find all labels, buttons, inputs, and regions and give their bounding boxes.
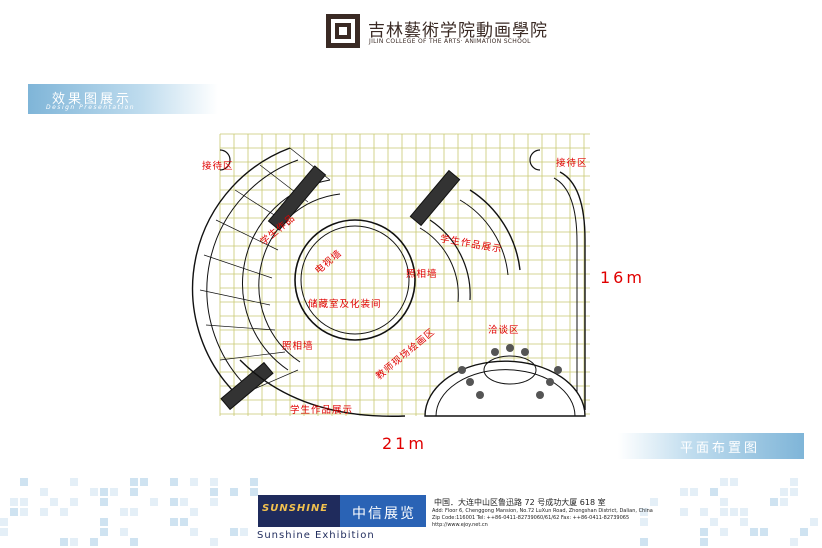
panel-bottom-left <box>220 361 274 411</box>
gallery-arc-mid <box>429 219 471 301</box>
label-photo-wall-left: 照相墙 <box>282 341 314 352</box>
meeting-table <box>483 355 537 385</box>
label-negotiation: 洽谈区 <box>488 325 520 336</box>
brand-cn-box <box>340 495 426 527</box>
panel-top-left <box>267 165 327 231</box>
school-name-en: JILIN COLLEGE OF THE ARTS· ANIMATION SCH… <box>369 38 531 45</box>
floor-plan <box>191 133 590 417</box>
brand-name-cn: 中信展览 <box>352 506 416 522</box>
chairs <box>458 344 562 399</box>
right-wall <box>559 171 586 410</box>
label-reception-left: 接待区 <box>202 161 234 172</box>
website: http://www.ejoy.net.cn <box>432 522 488 528</box>
section-banner-right <box>618 433 804 459</box>
school-name-cn: 吉林藝術学院動画學院 <box>368 21 548 41</box>
label-exhibit-bottom: 学生作品展示 <box>290 405 354 416</box>
outer-arc-wall <box>191 147 291 397</box>
dimension-width: 21m <box>382 434 427 453</box>
section-title-cn: 效果图展示 <box>52 92 133 107</box>
school-logo <box>326 14 360 48</box>
brand-name-en: Sunshine Exhibition <box>257 530 375 541</box>
mid-arc-2 <box>258 193 341 363</box>
gallery-arc-top <box>469 189 521 271</box>
label-reception-right: 接待区 <box>556 158 588 169</box>
sunshine-logo-box <box>258 495 340 527</box>
address-en: Add: Floor 6, Chenggong Mansion, No.72 L… <box>432 508 653 514</box>
panel-top-right <box>409 169 461 227</box>
reception-counter-left <box>219 149 231 171</box>
contact-line: Zip Code:116001 Tel: ++86-0411-82739060/… <box>432 515 630 521</box>
bottom-arc-wall <box>239 359 406 417</box>
footer-decoration <box>0 478 818 546</box>
dimension-height: 16m <box>600 268 645 287</box>
section-banner-left <box>28 84 218 114</box>
label-storage: 储藏室及化装间 <box>308 299 382 310</box>
outer-arc-wall-inner <box>206 159 299 391</box>
section-title-en: Design Presentation <box>46 104 136 111</box>
plan-title: 平面布置图 <box>680 441 761 456</box>
address-cn: 中国．大连中山区鲁迅路 72 号成功大厦 618 室 <box>434 498 606 507</box>
negotiation-area <box>424 360 586 417</box>
storage-room <box>294 219 416 341</box>
sunshine-logo-text: SUNSHINE <box>262 503 329 514</box>
label-photo-wall-top: 照相墙 <box>406 269 438 280</box>
reception-counter-right <box>529 149 541 171</box>
